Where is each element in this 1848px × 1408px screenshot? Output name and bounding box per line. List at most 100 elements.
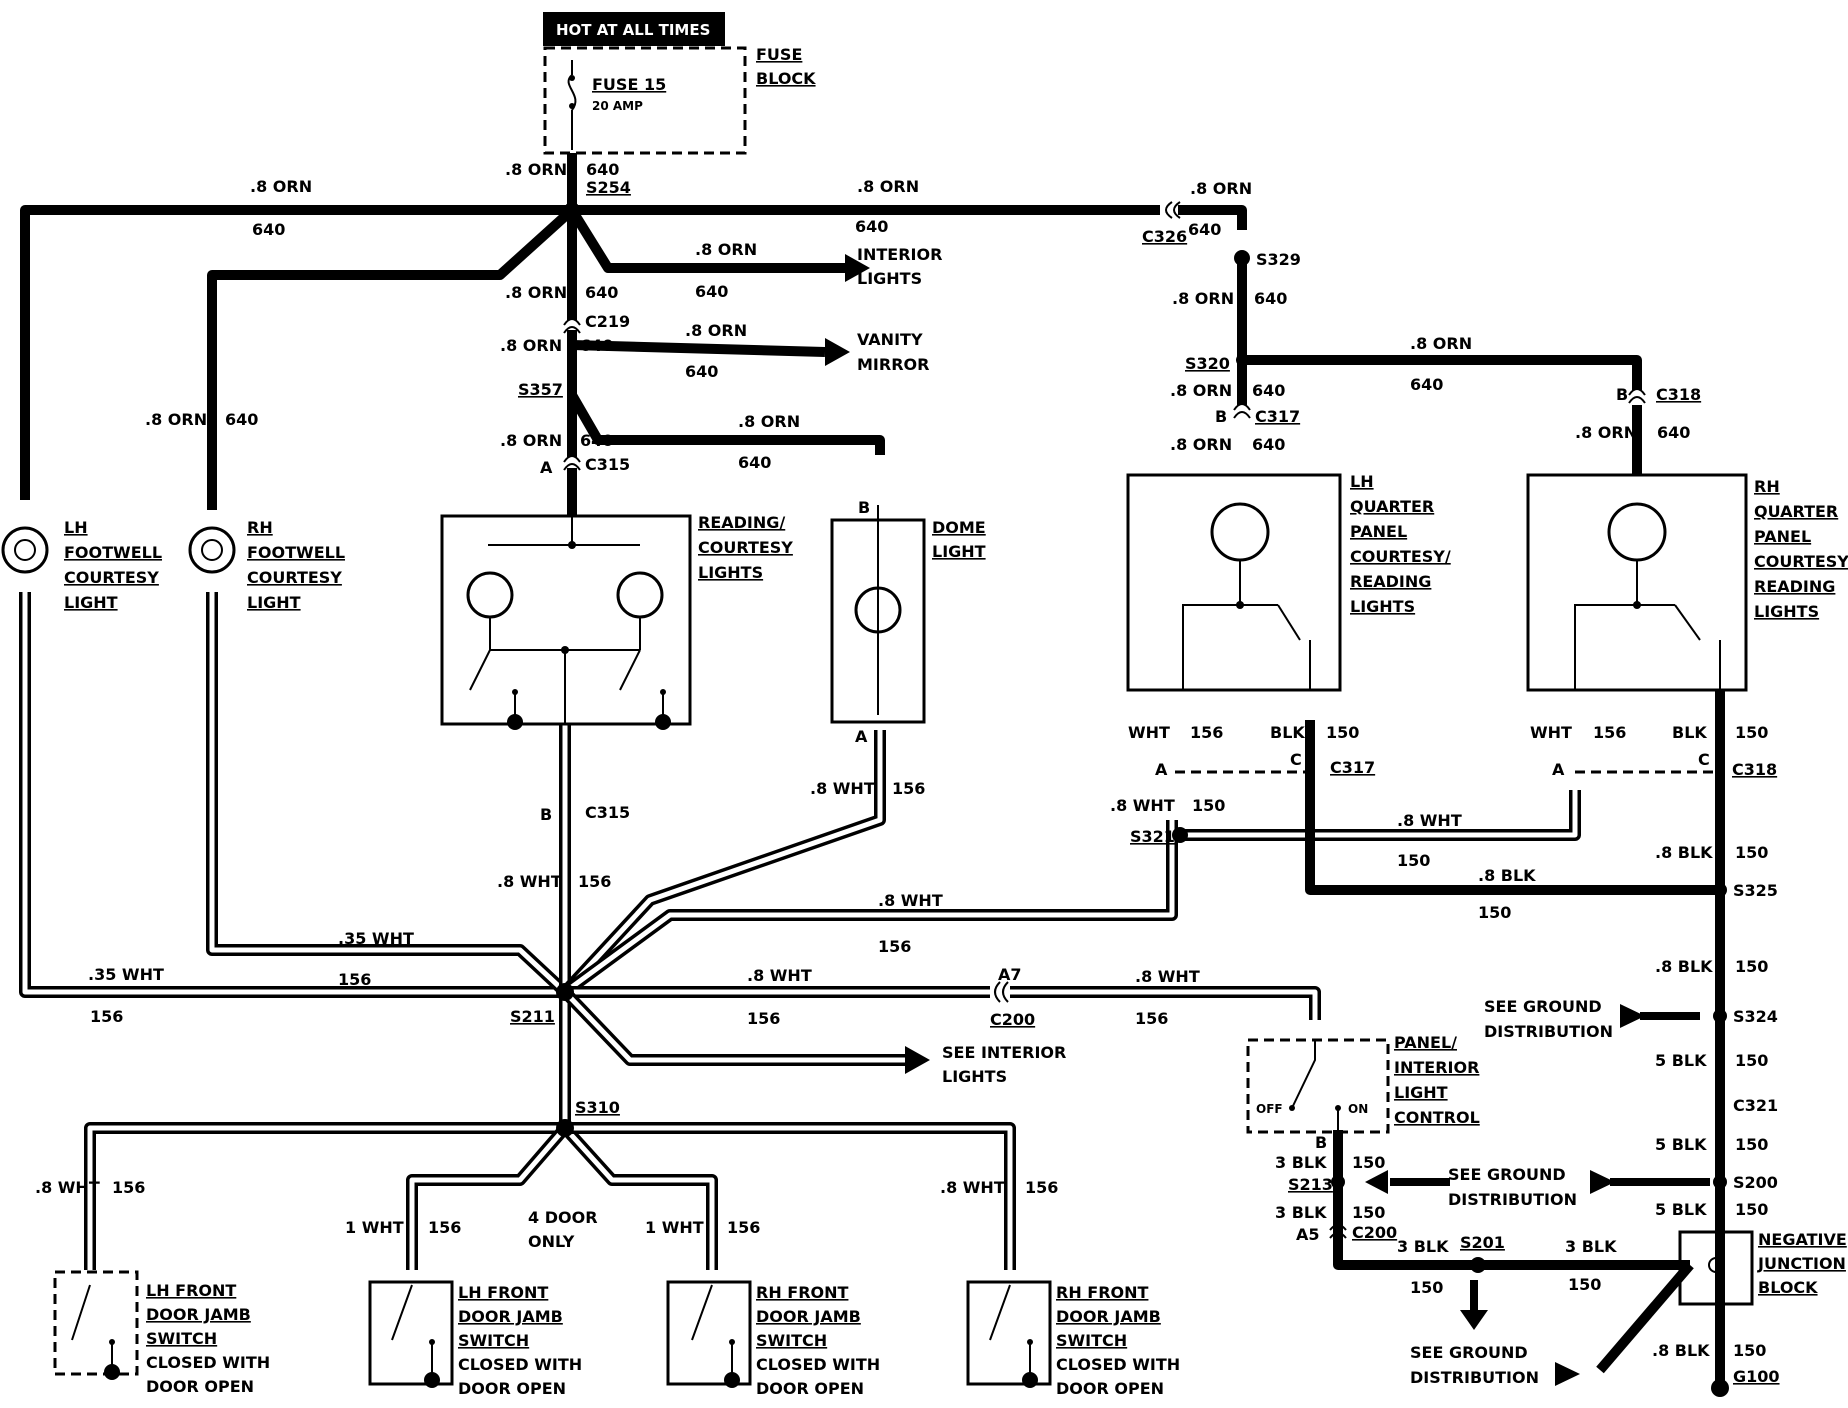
connector-c200-a5 [1329, 1224, 1347, 1239]
wire-label-wht: .8 WHT [940, 1178, 1005, 1197]
circuit-640: 640 [252, 220, 285, 239]
svg-text:RH FRONT: RH FRONT [756, 1283, 849, 1302]
svg-text:CLOSED WITH: CLOSED WITH [756, 1355, 880, 1374]
splice-s321: S321 [1130, 827, 1175, 846]
dome-pin-b: B [858, 498, 870, 517]
svg-text:COURTESY: COURTESY [247, 568, 342, 587]
circuit-156: 156 [1135, 1009, 1168, 1028]
circuit-156: 156 [112, 1178, 145, 1197]
pin-b: B [1315, 1133, 1327, 1152]
splice-s200-dot [1713, 1175, 1727, 1189]
splice-s310: S310 [575, 1098, 620, 1117]
wire-label-orn: .8 ORN [1170, 435, 1232, 454]
door-jamb-label-3: RH FRONT DOOR JAMB SWITCH CLOSED WITH DO… [756, 1283, 880, 1398]
svg-text:INTERIOR: INTERIOR [1394, 1058, 1479, 1077]
wire-label-blk: .8 BLK [1655, 957, 1713, 976]
wire-label-orn: .8 ORN [1410, 334, 1472, 353]
door-jamb-label-4: RH FRONT DOOR JAMB SWITCH CLOSED WITH DO… [1056, 1283, 1180, 1398]
circuit-640: 640 [1252, 435, 1285, 454]
ground-distribution-arrows [1365, 1004, 1710, 1386]
circuit-150: 150 [1735, 957, 1768, 976]
negative-junction-block [1678, 1230, 1754, 1397]
splice-s213: S213 [1288, 1175, 1333, 1194]
dome-light-label: DOME LIGHT [932, 518, 986, 561]
dest-vanity-2: MIRROR [857, 355, 929, 374]
wire-label-blk: 3 BLK [1397, 1237, 1449, 1256]
lh-quarter-label: LH QUARTER PANEL COURTESY/ READING LIGHT… [1350, 472, 1451, 616]
svg-text:DOME: DOME [932, 518, 986, 537]
fuse-name: FUSE 15 [592, 75, 666, 94]
wire-label-blk: 3 BLK [1275, 1203, 1327, 1222]
svg-text:SWITCH: SWITCH [1056, 1331, 1127, 1350]
connector-c318: C318 [1732, 760, 1777, 779]
splice-s320: S320 [1185, 354, 1230, 373]
arrow-vanity-icon [825, 338, 850, 366]
svg-text:FOOTWELL: FOOTWELL [247, 543, 345, 562]
ground-g100: G100 [1733, 1367, 1780, 1386]
panel-interior-light-control-box [1246, 1038, 1390, 1134]
arrow-interior-lights-icon [845, 254, 870, 282]
circuit-150: 150 [1568, 1275, 1601, 1294]
wire-label-wht: .8 WHT [1135, 967, 1200, 986]
circuit-150: 150 [1735, 1135, 1768, 1154]
svg-text:PANEL/: PANEL/ [1394, 1033, 1457, 1052]
dest-ground-1: SEE GROUND [1484, 997, 1602, 1016]
fuse-terminal-top [569, 75, 575, 81]
circuit-150: 150 [1397, 851, 1430, 870]
svg-text:DOOR JAMB: DOOR JAMB [756, 1307, 861, 1326]
svg-text:JUNCTION: JUNCTION [1757, 1254, 1846, 1273]
connector-c318: C318 [1656, 385, 1701, 404]
splice-s329-dot [1234, 250, 1250, 266]
door-jamb-switch-1 [53, 1270, 139, 1380]
circuit-150: 150 [1735, 723, 1768, 742]
wire-label-blk: 5 BLK [1655, 1051, 1707, 1070]
circuit-640: 640 [1188, 220, 1221, 239]
circuit-640: 640 [225, 410, 258, 429]
wire-label-orn: .8 ORN [738, 412, 800, 431]
dest-ground-2: DISTRIBUTION [1448, 1190, 1577, 1209]
circuit-156: 156 [90, 1007, 123, 1026]
splice-s325: S325 [1733, 881, 1778, 900]
connector-c315: C315 [585, 455, 630, 474]
orange-feed-wires [20, 153, 1642, 515]
pin-b: B [1616, 385, 1628, 404]
wire-label-orn: .8 ORN [685, 321, 747, 340]
svg-text:QUARTER: QUARTER [1754, 502, 1838, 521]
splice-s310-dot [556, 1119, 574, 1137]
wire-label-orn: .8 ORN [1190, 179, 1252, 198]
rh-quarter-label: RH QUARTER PANEL COURTESY/ READING LIGHT… [1754, 477, 1848, 621]
wire-label-blk: 3 BLK [1565, 1237, 1617, 1256]
wire-label-wht: .8 WHT [810, 779, 875, 798]
power-label: HOT AT ALL TIMES [556, 21, 710, 39]
svg-text:DOOR JAMB: DOOR JAMB [1056, 1307, 1161, 1326]
splice-s201: S201 [1460, 1233, 1505, 1252]
circuit-640: 640 [685, 362, 718, 381]
wire-label-blk: .8 BLK [1655, 843, 1713, 862]
door-jamb-switch-2 [368, 1280, 454, 1388]
circuit-156: 156 [338, 970, 371, 989]
splice-s211-dot [556, 983, 574, 1001]
dest-ground-1: SEE GROUND [1448, 1165, 1566, 1184]
wire-label-wht: .35 WHT [338, 929, 414, 948]
svg-text:BLOCK: BLOCK [1758, 1278, 1818, 1297]
dome-pin-a: A [855, 727, 868, 746]
wire-label-wht: 1 WHT [645, 1218, 704, 1237]
svg-text:DOOR OPEN: DOOR OPEN [146, 1377, 254, 1396]
circuit-150: 150 [1326, 723, 1359, 742]
wire-label-blk: 3 BLK [1275, 1153, 1327, 1172]
circuit-156: 156 [878, 937, 911, 956]
circuit-150: 150 [1410, 1278, 1443, 1297]
wire-label-wht: .8 WHT [878, 891, 943, 910]
svg-text:LH: LH [1350, 472, 1374, 491]
connector-c200: C200 [990, 1010, 1035, 1029]
svg-text:DOOR OPEN: DOOR OPEN [1056, 1379, 1164, 1398]
svg-text:DOOR OPEN: DOOR OPEN [458, 1379, 566, 1398]
splice-s357: S357 [518, 380, 563, 399]
lh-footwell-label: LH FOOTWELL COURTESY LIGHT [64, 518, 162, 612]
splice-s200: S200 [1733, 1173, 1778, 1192]
switch-off-label: OFF [1256, 1102, 1283, 1116]
dest-interior-1: INTERIOR [857, 245, 942, 264]
pin-c: C [1698, 750, 1710, 769]
